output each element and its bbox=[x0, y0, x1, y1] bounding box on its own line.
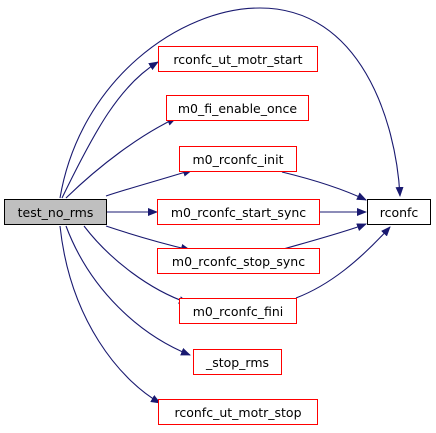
edge-root-to-fi-enable-once bbox=[65, 117, 177, 199]
edge-root-to-rconfc-stop-sync bbox=[105, 225, 191, 252]
edge-root-to-rconfc bbox=[59, 7, 404, 199]
node-rconfc-ut-motr-stop[interactable]: rconfc_ut_motr_stop bbox=[158, 399, 318, 425]
node-test-no-rms[interactable]: test_no_rms bbox=[4, 199, 107, 225]
edge-root-to-ut-motr-start bbox=[61, 61, 159, 199]
edge-rconfc-init-to-rconfc bbox=[281, 171, 367, 201]
edge-rconfc-fini-to-rconfc bbox=[295, 226, 391, 299]
node-m0-rconfc-fini[interactable]: m0_rconfc_fini bbox=[179, 298, 297, 324]
node-stop-rms[interactable]: _stop_rms bbox=[193, 349, 282, 375]
node-m0-rconfc-start-sync[interactable]: m0_rconfc_start_sync bbox=[157, 199, 320, 225]
edge-root-to-rconfc-init bbox=[105, 168, 193, 197]
node-rconfc-ut-motr-start[interactable]: rconfc_ut_motr_start bbox=[158, 46, 318, 72]
node-rconfc[interactable]: rconfc bbox=[367, 199, 431, 225]
edge-root-to-rconfc-fini bbox=[83, 225, 189, 304]
node-m0-fi-enable-once[interactable]: m0_fi_enable_once bbox=[166, 95, 309, 121]
edge-root-to-ut-motr-stop bbox=[59, 225, 161, 404]
node-m0-rconfc-init[interactable]: m0_rconfc_init bbox=[179, 146, 297, 172]
edge-root-to-stop-rms bbox=[65, 225, 191, 356]
node-m0-rconfc-stop-sync[interactable]: m0_rconfc_stop_sync bbox=[157, 248, 320, 274]
edge-rconfc-stop-sync-to-rconfc bbox=[279, 223, 367, 251]
